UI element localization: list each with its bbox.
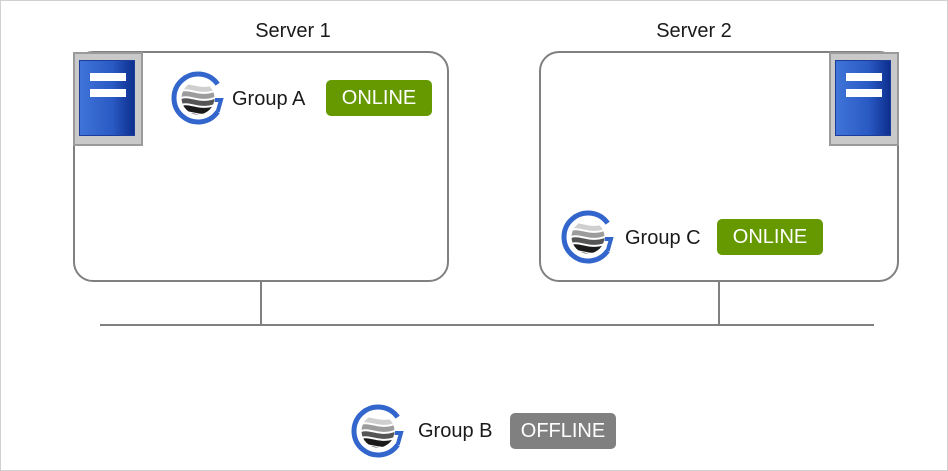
group-logo-icon — [561, 210, 615, 264]
group-c-status-badge: ONLINE — [717, 219, 823, 255]
server-bay — [90, 73, 126, 81]
server-bay — [90, 89, 126, 97]
server-1-connector — [260, 282, 262, 325]
server-bay — [846, 89, 882, 97]
server-icon — [829, 52, 899, 146]
group-b-status-badge: OFFLINE — [510, 413, 616, 449]
server-2-label: Server 2 — [656, 20, 732, 42]
server-chassis — [835, 60, 891, 136]
server-2-connector — [718, 282, 720, 325]
network-bus-line — [100, 324, 874, 326]
group-a-label: Group A — [232, 88, 306, 110]
group-a-status-badge: ONLINE — [326, 80, 432, 116]
group-b-label: Group B — [418, 420, 493, 442]
server-chassis — [79, 60, 135, 136]
group-logo-icon — [351, 404, 405, 458]
server-icon — [73, 52, 143, 146]
server-1-label: Server 1 — [255, 20, 331, 42]
server-bay — [846, 73, 882, 81]
group-logo-icon — [171, 71, 225, 125]
group-c-label: Group C — [625, 227, 701, 249]
